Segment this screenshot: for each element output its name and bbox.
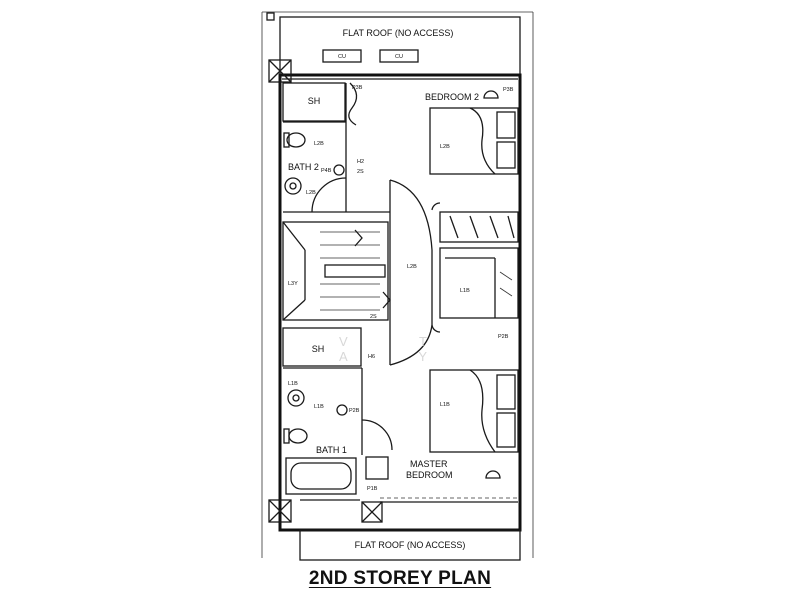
watermark: V T A Y (338, 334, 461, 364)
corridor-door-swing (431, 202, 441, 211)
flat-roof-top-label: FLAT ROOF (NO ACCESS) (343, 28, 454, 38)
l2b-bed2-label: L2B (440, 144, 450, 150)
basin-bath2 (284, 177, 302, 195)
cu-unit-left-label: CU (338, 54, 346, 60)
basin-bath1 (287, 389, 305, 407)
wardrobe-top (439, 211, 519, 243)
p1b-label: P1B (367, 486, 378, 492)
p4b-label: P4B (321, 168, 332, 174)
shower-bottom (282, 327, 362, 367)
corridor-curved-wall (389, 179, 433, 366)
master-bedroom-label-2: BEDROOM (406, 470, 453, 480)
bedroom2-fixture (483, 90, 499, 99)
p3b-right-label: P3B (503, 87, 514, 93)
l1b-master-label: L1B (440, 402, 450, 408)
bed-bedroom2 (429, 107, 519, 175)
column-marker (266, 12, 275, 21)
2s-label: 2S (357, 169, 364, 175)
walk-in-closet (439, 247, 519, 319)
shower-top (282, 82, 346, 122)
sh-top-label: SH (308, 96, 321, 106)
l1b-wardrobe-label: L1B (460, 288, 470, 294)
bathtub (285, 457, 357, 495)
master-fixture (485, 470, 501, 479)
master-bedroom-label-1: MASTER (410, 459, 448, 469)
bath1-door-swing (361, 419, 393, 451)
vent-box-bottom-left (268, 499, 292, 523)
vent-box-top-left (268, 59, 292, 83)
p2b-right-label: P2B (498, 334, 509, 340)
flat-roof-bottom-area (299, 529, 521, 561)
h6-label: H6 (368, 354, 375, 360)
cu-unit-left (322, 49, 362, 63)
l3y-label: L3Y (288, 281, 298, 287)
plan-title: 2ND STOREY PLAN (308, 568, 492, 589)
l2b-corridor-label: L2B (407, 264, 417, 270)
cu-unit-right (379, 49, 419, 63)
heater-p2b (336, 404, 348, 416)
duct-shaft-top (348, 82, 358, 126)
corridor-door-bottom (431, 324, 441, 333)
bath2-label: BATH 2 (288, 162, 319, 172)
bath1-duct (365, 456, 389, 480)
h2-label: H2 (357, 159, 364, 165)
sh-bottom-label: SH (312, 344, 325, 354)
cu-unit-right-label: CU (395, 54, 403, 60)
stair-landing (324, 264, 386, 278)
l2b-bath2-label-a: L2B (314, 141, 324, 147)
staircase (282, 221, 389, 321)
2s-b-label: 2S (370, 314, 377, 320)
heater-h2 (333, 164, 345, 176)
bath1-label: BATH 1 (316, 445, 347, 455)
bath2-door-swing (311, 177, 347, 213)
p3b-top-label: P3B (352, 85, 363, 91)
l2b-bath2-label-b: L2B (306, 190, 316, 196)
vent-box-bottom-mid (361, 501, 383, 523)
flat-roof-top-area (279, 16, 521, 76)
bed-master (429, 369, 519, 453)
flat-roof-bottom-label: FLAT ROOF (NO ACCESS) (355, 540, 466, 550)
toilet-bath1 (288, 428, 308, 444)
l1b-bath1-label-b: L1B (314, 404, 324, 410)
bedroom2-label: BEDROOM 2 (425, 92, 479, 102)
toilet-bath2 (286, 132, 306, 148)
p2b-label: P2B (349, 408, 360, 414)
l1b-bath1-label-a: L1B (288, 381, 298, 387)
